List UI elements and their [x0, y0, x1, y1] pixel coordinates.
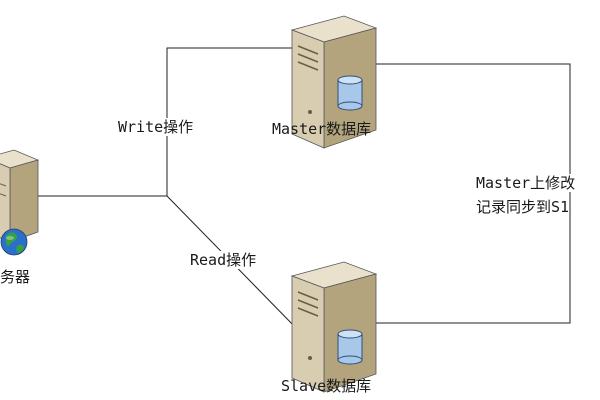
slave-server-icon — [290, 261, 378, 393]
master-database-icon — [337, 75, 363, 111]
replication-label-line1: Master上修改 — [476, 174, 576, 192]
replication-connector — [372, 63, 571, 324]
web-server-icon — [0, 149, 40, 256]
master-node-label: Master数据库 — [272, 120, 372, 138]
slave-node-label: Slave数据库 — [281, 377, 372, 395]
replication-label-line2: 记录同步到S1 — [476, 198, 570, 216]
read-edge-label: Read操作 — [190, 251, 257, 269]
globe-icon — [0, 228, 28, 256]
write-edge-label: Write操作 — [118, 118, 194, 136]
web-server-node-label: 务器 — [0, 268, 31, 286]
slave-database-icon — [337, 329, 363, 365]
